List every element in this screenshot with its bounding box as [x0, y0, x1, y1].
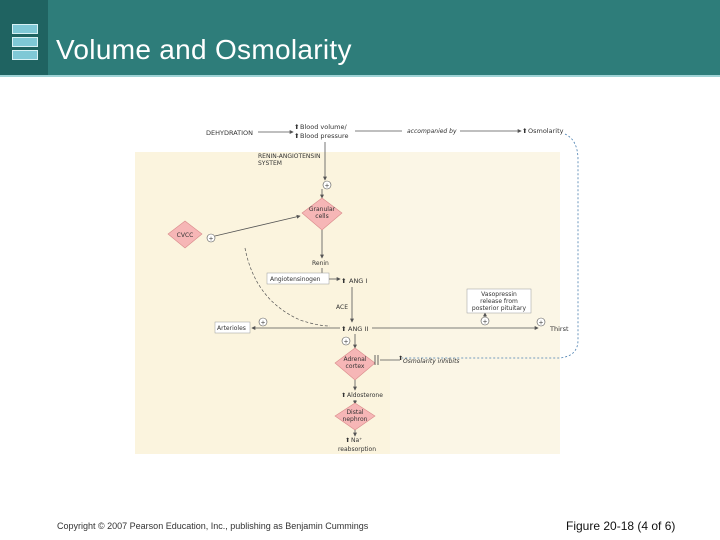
stack-icon — [12, 24, 38, 64]
renin-label: Renin — [312, 260, 329, 267]
cvcc-label: CVCC — [177, 232, 194, 239]
na-label-2: reabsorption — [338, 446, 376, 453]
plus-icon — [322, 180, 332, 190]
plus-sign: + — [325, 183, 330, 190]
up-arrow-icon: ⬆ — [345, 437, 350, 444]
copyright-text: Copyright © 2007 Pearson Education, Inc.… — [57, 521, 369, 531]
arterioles-box — [214, 321, 251, 334]
title-side-panel — [0, 0, 48, 75]
vasopressin-box — [466, 288, 532, 314]
distal-label-1: Distal — [346, 409, 363, 416]
plus-sign: + — [539, 320, 544, 327]
granular-label-1: Granular — [309, 206, 336, 213]
osmolarity-dashed-path — [402, 133, 579, 359]
up-arrow-icon: ⬆ — [294, 123, 299, 131]
plus-icon — [206, 233, 216, 243]
ace-label: ACE — [336, 304, 348, 311]
adrenal-label-1: Adrenal — [344, 356, 367, 363]
vasopressin-label-3: posterior pituitary — [472, 305, 527, 312]
ang2-label: ANG II — [348, 325, 368, 333]
dehydration-label: DEHYDRATION — [206, 129, 253, 137]
up-arrow-icon: ⬆ — [341, 325, 346, 333]
ang1-label: ANG I — [349, 277, 367, 285]
accompanied-label: accompanied by — [407, 128, 457, 135]
blood-pressure-label: Blood pressure — [300, 132, 349, 140]
up-arrow-icon: ⬆ — [294, 132, 299, 140]
aldosterone-label: Aldosterone — [347, 392, 383, 399]
arrow-cvcc-granular — [214, 214, 301, 237]
osmolarity-label: Osmolarity — [528, 127, 564, 135]
arterioles-label: Arterioles — [217, 325, 246, 332]
title-bar: Volume and Osmolarity — [0, 0, 720, 75]
angiotensinogen-label: Angiotensinogen — [270, 276, 321, 283]
angiotensinogen-box — [266, 272, 330, 285]
plus-sign: + — [344, 339, 349, 346]
granular-label-2: cells — [315, 213, 328, 220]
feedback-dashed-path — [244, 247, 331, 327]
vasopressin-label-2: release from — [480, 298, 518, 305]
figure-caption: Figure 20-18 (4 of 6) — [566, 519, 676, 533]
page-title: Volume and Osmolarity — [56, 34, 352, 65]
thirst-label: Thirst — [549, 325, 569, 333]
vasopressin-label-1: Vasopressin — [481, 291, 517, 298]
na-label-1: Na⁺ — [351, 437, 362, 444]
distal-label-2: nephron — [343, 416, 368, 423]
plus-sign: + — [209, 236, 214, 243]
plus-icon — [258, 317, 268, 327]
inhibits-label: Osmolarity inhibits — [403, 358, 460, 365]
plus-sign: + — [483, 319, 488, 326]
up-arrow-icon: ⬆ — [398, 355, 403, 362]
up-arrow-icon: ⬆ — [522, 127, 527, 135]
left-panel — [135, 152, 390, 454]
up-arrow-icon: ⬆ — [341, 277, 346, 285]
up-arrow-icon: ⬆ — [341, 392, 346, 399]
ras-label-2: SYSTEM — [258, 160, 282, 167]
ras-label-1: RENIN-ANGIOTENSIN — [258, 153, 320, 160]
adrenal-label-2: cortex — [346, 363, 365, 370]
plus-icon — [341, 336, 351, 346]
blood-volume-label: Blood volume/ — [300, 123, 347, 131]
cvcc-node — [167, 220, 203, 249]
plus-sign: + — [261, 320, 266, 327]
plus-icon — [536, 317, 546, 327]
title-rule — [0, 75, 720, 77]
